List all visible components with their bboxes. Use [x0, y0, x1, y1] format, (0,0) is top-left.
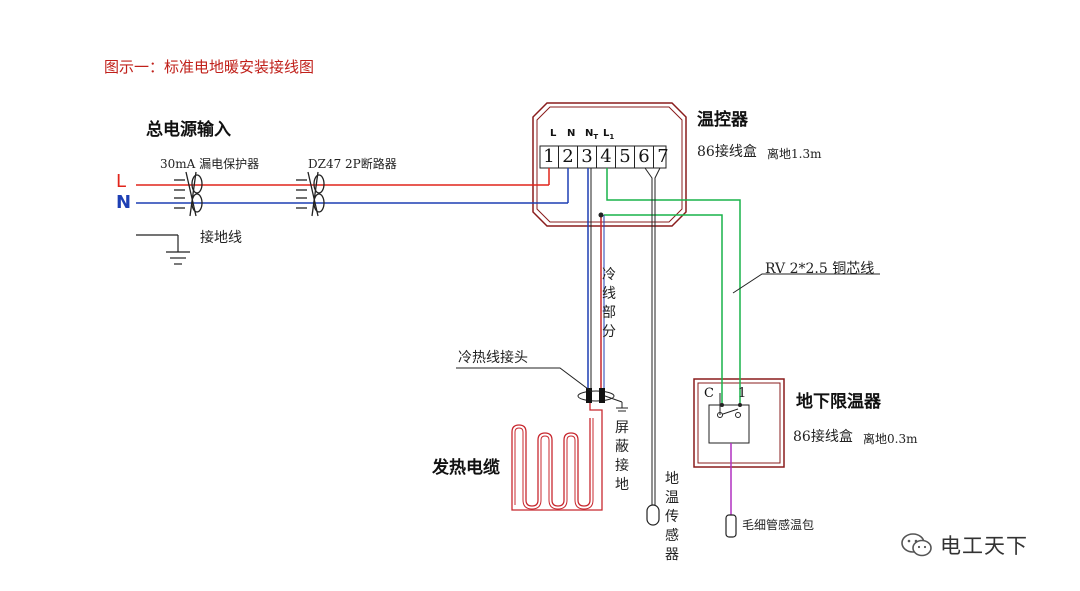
terminal-1: 1: [543, 146, 555, 167]
sensor-wire: [644, 167, 653, 505]
joint-label: 冷热线接头: [458, 350, 528, 366]
terminal-5: 5: [615, 146, 634, 168]
limiter-title: 地下限温器: [796, 392, 881, 412]
cable-label: RV 2*2.5 铜芯线: [765, 261, 875, 277]
breaker-label: DZ47 2P断路器: [308, 157, 397, 171]
thermostat-title: 温控器: [697, 110, 748, 130]
thermostat-box-label: 86接线盒: [697, 144, 757, 160]
limiter-switch: [708, 404, 750, 444]
watermark: 电工天下: [900, 530, 1028, 560]
heating-cable: [511, 403, 603, 511]
terminal-4: 4: [596, 146, 615, 168]
watermark-text: 电工天下: [940, 534, 1028, 558]
terminal-header-N: N: [567, 128, 576, 139]
joint-leader: [456, 367, 593, 393]
limiter-box-label: 86接线盒: [793, 429, 853, 445]
joint-loop: [577, 390, 615, 402]
joint-block-left: [586, 388, 592, 403]
ground-symbol: [136, 234, 190, 265]
joint-block-right: [599, 388, 605, 403]
heating-cable-inner: [514, 418, 594, 510]
shield-ground-symbol: [604, 395, 628, 412]
capillary-bulb: [725, 514, 737, 538]
limiter-terminal-1: 1: [738, 386, 747, 401]
cable-leader: [732, 273, 880, 294]
terminal-header-NT: NT: [585, 128, 599, 141]
wechat-icon: [901, 533, 932, 557]
floor-sensor-probe: [646, 504, 660, 526]
terminal-3: 3: [577, 146, 596, 168]
limiter-terminal-c: C: [704, 386, 714, 401]
capillary-label: 毛细管感温包: [742, 518, 815, 532]
heating-cable-label: 发热电缆: [432, 458, 500, 478]
cold-section-label: 冷线部分: [602, 267, 616, 340]
live-label: L: [116, 171, 127, 192]
power-input-label: 总电源输入: [146, 120, 231, 140]
shield-ground-label: 屏蔽接地: [615, 420, 629, 493]
ground-wire-green-a: [606, 168, 741, 405]
neutral-label: N: [116, 192, 132, 213]
terminal-strip: 1 2 3 4 5 6 7: [540, 146, 672, 168]
breaker-symbol: [296, 171, 325, 217]
rcd-symbol: [174, 171, 203, 217]
thermostat-box-inner: [536, 106, 683, 223]
limiter-height: 离地0.3m: [863, 432, 918, 446]
diagram-title: 图示一：标准电地暖安装接线图: [104, 58, 315, 76]
floor-sensor-label: 地温传感器: [665, 471, 679, 563]
terminal-header-L1: L1: [603, 128, 615, 141]
terminal-header-L: L: [550, 128, 557, 139]
ground-wire-green-b: [604, 214, 723, 405]
thermostat-height: 离地1.3m: [767, 147, 822, 161]
ground-label: 接地线: [200, 230, 242, 246]
terminal-2: 2: [558, 146, 577, 168]
limiter-switch-blade: [719, 408, 739, 416]
terminal-7: 7: [653, 146, 672, 168]
thermostat-box-outer: [532, 102, 687, 227]
rcd-label: 30mA 漏电保护器: [160, 157, 260, 171]
terminal-6: 6: [634, 146, 653, 168]
limiter-box-inner: [697, 382, 781, 464]
limiter-box-outer: [693, 378, 785, 468]
